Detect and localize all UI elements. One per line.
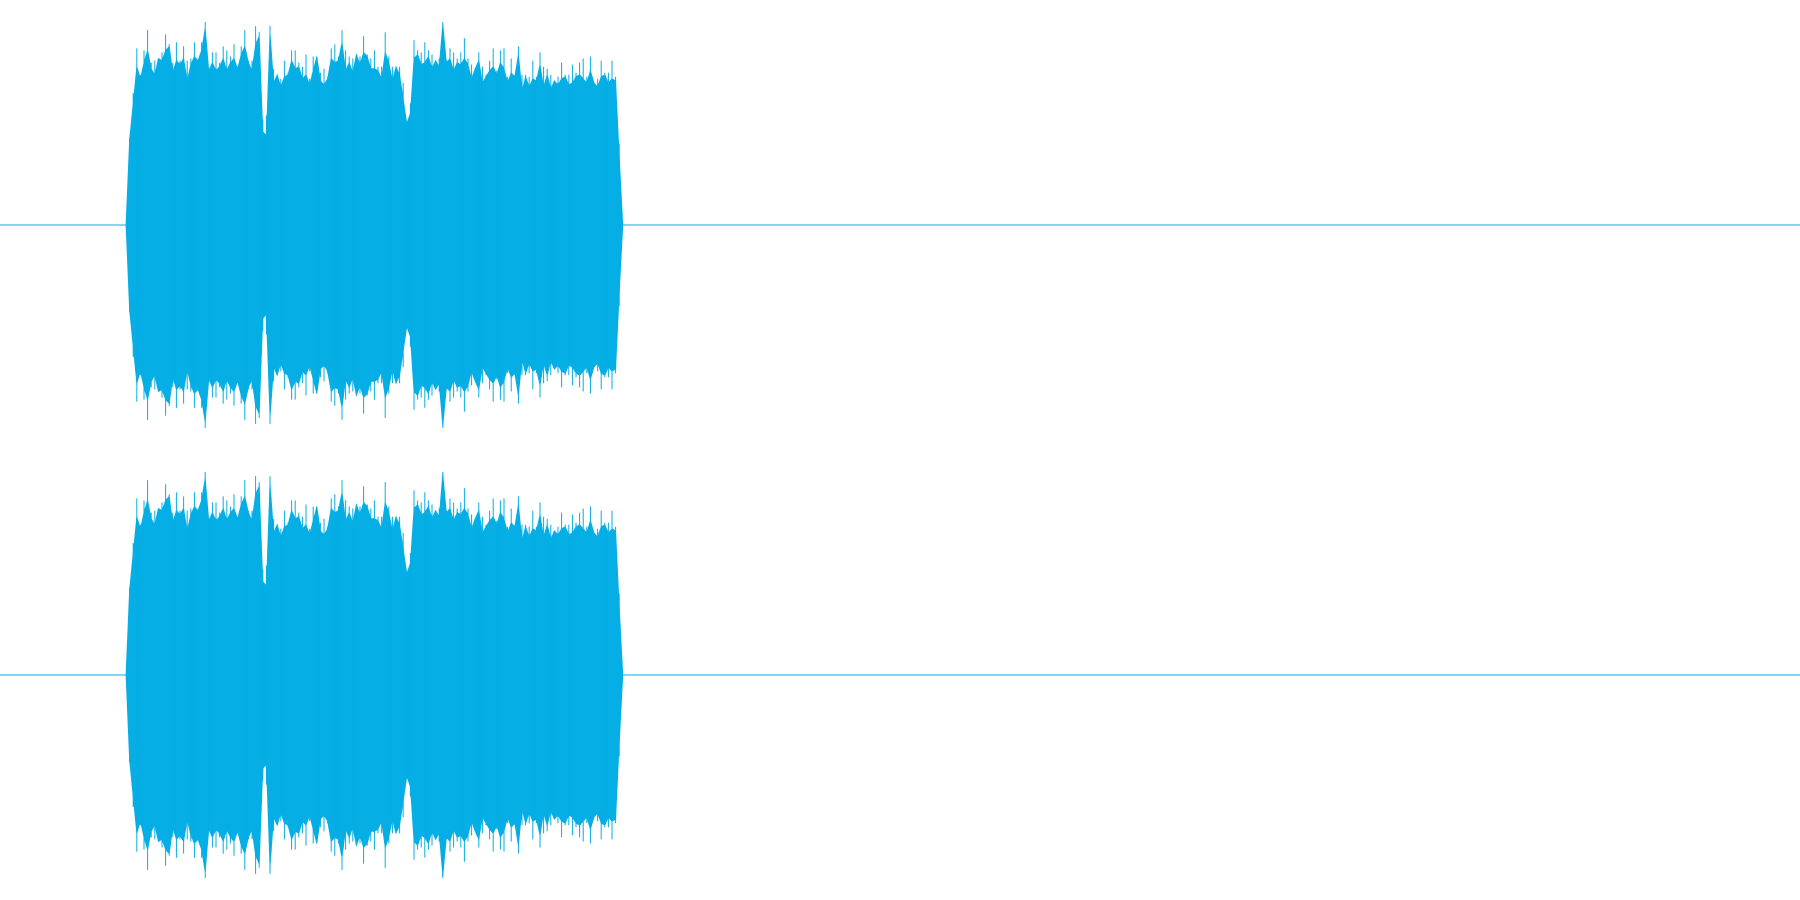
channel-1-track — [0, 22, 1800, 428]
channel-2-track — [0, 472, 1800, 878]
